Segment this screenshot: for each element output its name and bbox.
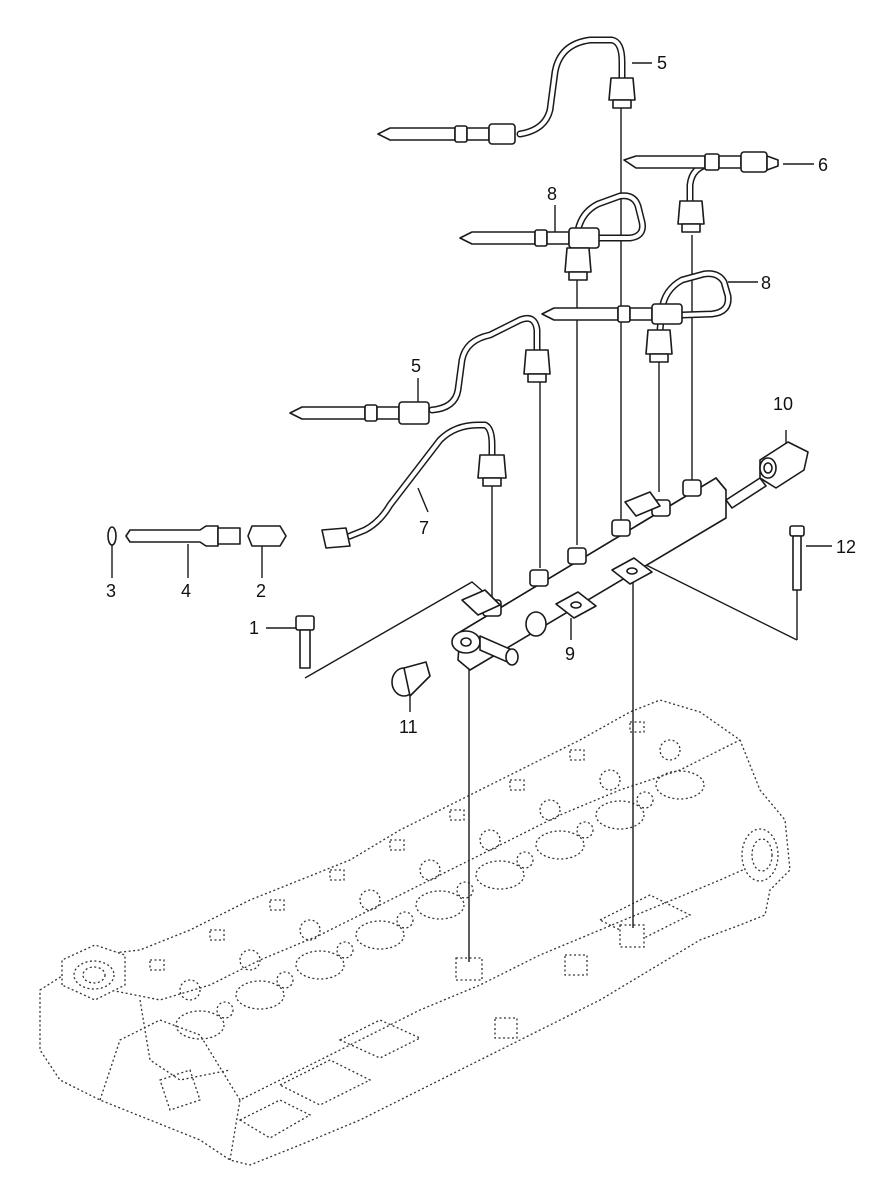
callout-11: 11 [399, 717, 418, 737]
plug-11 [391, 661, 431, 697]
spacer-9 [525, 557, 653, 637]
callout-5-lower: 5 [411, 356, 421, 376]
callout-9: 9 [565, 644, 575, 664]
o-ring-3 [107, 526, 117, 546]
callout-1: 1 [249, 618, 259, 638]
cylinder-head [39, 699, 791, 1166]
fuel-line-8-lower [541, 270, 732, 363]
fuel-line-6 [623, 151, 779, 233]
callouts: 5 6 8 8 5 10 7 12 3 4 2 1 9 11 [106, 53, 856, 737]
fuel-line-5-lower [289, 314, 551, 425]
callout-2: 2 [256, 581, 266, 601]
callout-7: 7 [419, 518, 429, 538]
callout-5-upper: 5 [657, 53, 667, 73]
connector-nut-2 [247, 525, 287, 547]
callout-8-upper: 8 [547, 184, 557, 204]
callout-12: 12 [836, 537, 856, 557]
pressure-sensor-10 [759, 441, 809, 489]
callout-6: 6 [818, 155, 828, 175]
callout-10: 10 [773, 394, 793, 414]
fuel-line-7 [321, 421, 507, 549]
fuel-line-5-upper [377, 36, 636, 145]
connector-tube-4 [125, 525, 241, 547]
callout-8-lower: 8 [761, 273, 771, 293]
stud-12 [789, 525, 805, 591]
fuel-line-8-upper [459, 192, 646, 281]
leader-lines [111, 62, 832, 712]
fuel-lines [107, 36, 779, 549]
callout-4: 4 [181, 581, 191, 601]
bolt-1 [295, 615, 315, 669]
callout-3: 3 [106, 581, 116, 601]
fuel-rail [451, 477, 767, 671]
